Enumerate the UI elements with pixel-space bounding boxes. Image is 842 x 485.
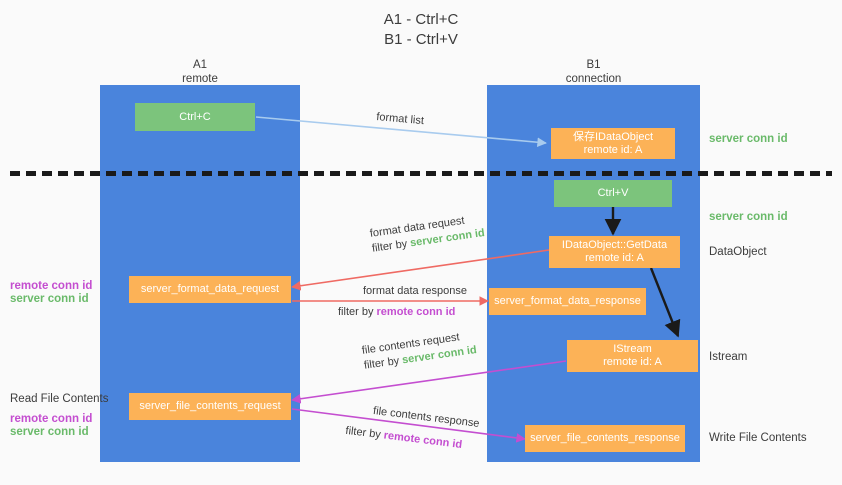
annotation-server-conn-id-second: server conn id [709, 211, 788, 223]
node-server-file-contents-request[interactable]: server_file_contents_request [129, 393, 291, 420]
node-server-format-data-request[interactable]: server_format_data_request [129, 276, 291, 303]
node-ctrl-v-label: Ctrl+V [597, 187, 629, 199]
node-ctrl-c[interactable]: Ctrl+C [135, 103, 255, 131]
node-getdata-line1: IDataObject::GetData [561, 239, 668, 251]
lane-header-b1: B1 connection [487, 58, 700, 86]
node-idataobject-line2: remote id: A [583, 143, 643, 156]
node-idataobject-line1: 保存IDataObject [572, 130, 654, 143]
arrow-format-list [255, 116, 547, 148]
node-server-format-data-response[interactable]: server_format_data_response [489, 288, 646, 315]
annotation-read-file-contents: Read File Contents [10, 393, 109, 405]
annotation-left-low-server-conn-id: server conn id [10, 426, 89, 438]
node-server-file-contents-request-label: server_file_contents_request [139, 400, 281, 412]
section-divider [10, 171, 832, 176]
annotation-write-file-contents: Write File Contents [709, 432, 807, 444]
node-istream-line2: remote id: A [603, 356, 662, 368]
node-server-file-contents-response[interactable]: server_file_contents_response [525, 425, 685, 452]
annotation-istream: Istream [709, 351, 748, 363]
lane-a1-name: A1 [192, 59, 208, 71]
node-getdata-line2: remote id: A [585, 252, 644, 264]
lane-header-a1: A1 remote [100, 58, 300, 86]
node-server-file-contents-response-label: server_file_contents_response [530, 432, 680, 444]
node-server-format-data-request-label: server_format_data_request [140, 283, 280, 295]
arrow-getdata-to-istream [649, 267, 681, 338]
arrow-label-format-data-response-line1: format data response [363, 285, 467, 297]
arrow-label-format-data-response: format data response filter by remote co… [338, 284, 467, 320]
node-getdata[interactable]: IDataObject::GetData remote id: A [549, 236, 680, 268]
arrow-file-contents-response [291, 408, 526, 443]
lane-b1-name: B1 [586, 59, 601, 71]
arrow-label-file-contents-response-prefix: filter by [344, 424, 385, 442]
annotation-server-conn-id-top: server conn id [709, 133, 788, 145]
arrow-label-format-data-response-prefix: filter by [338, 306, 377, 318]
arrow-label-file-contents-request-prefix: filter by [363, 354, 404, 372]
title-line-1: A1 - Ctrl+C [383, 11, 459, 28]
arrow-label-format-data-response-value: remote conn id [376, 306, 456, 318]
node-server-format-data-response-label: server_format_data_response [494, 295, 641, 307]
annotation-dataobject: DataObject [709, 246, 767, 258]
annotation-left-low-remote-conn-id: remote conn id [10, 413, 93, 425]
node-idataobject[interactable]: 保存IDataObject remote id: A [551, 128, 675, 159]
arrow-file-contents-request [291, 360, 567, 404]
page-title: A1 - Ctrl+C B1 - Ctrl+V [0, 10, 842, 50]
node-ctrl-v[interactable]: Ctrl+V [554, 180, 672, 207]
node-istream[interactable]: IStream remote id: A [567, 340, 698, 372]
lane-a1-sub: remote [182, 73, 218, 85]
annotation-left-mid-server-conn-id: server conn id [10, 293, 89, 305]
title-line-2: B1 - Ctrl+V [384, 31, 458, 48]
arrow-label-format-data-request-prefix: filter by [371, 237, 412, 255]
arrow-format-data-request [291, 249, 550, 291]
node-istream-line1: IStream [613, 343, 652, 355]
lane-b1-sub: connection [565, 73, 622, 85]
node-ctrl-c-label: Ctrl+C [179, 110, 211, 123]
annotation-left-mid-remote-conn-id: remote conn id [10, 280, 93, 292]
